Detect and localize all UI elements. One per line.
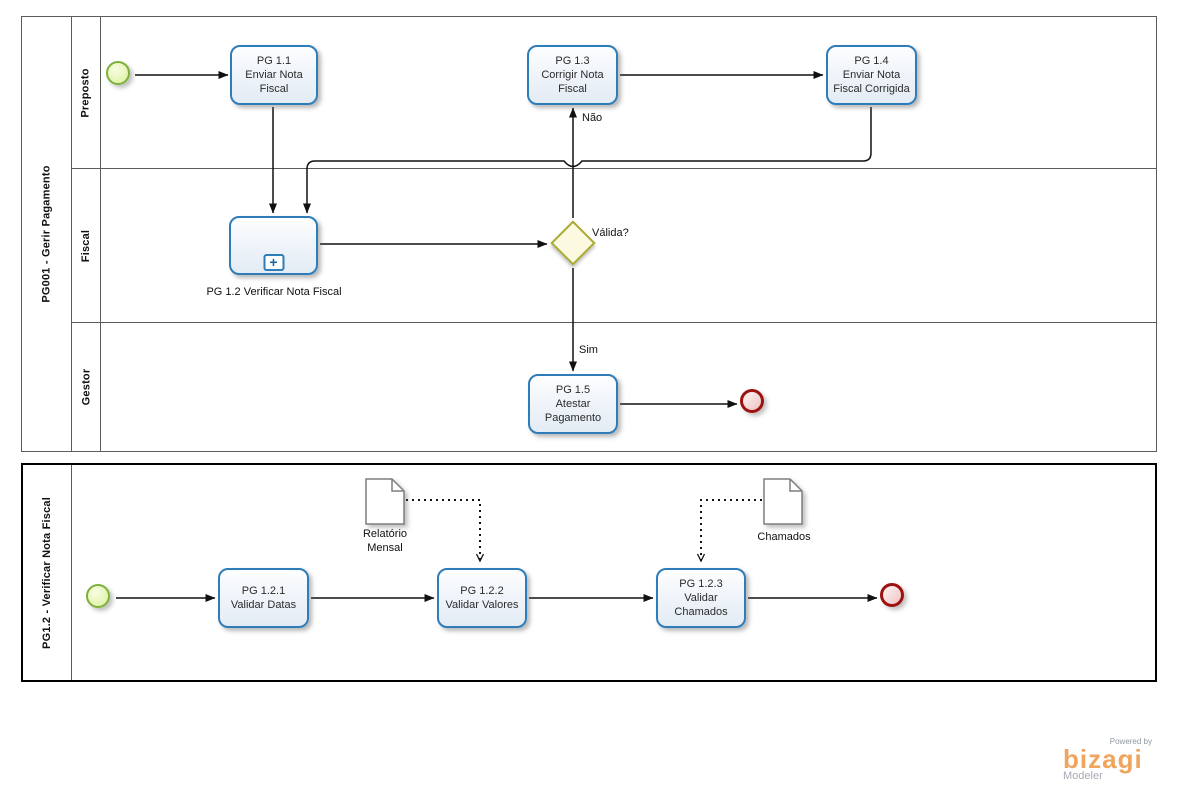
pool2-label: PG1.2 - Verificar Nota Fiscal — [41, 496, 54, 649]
gateway-diamond — [550, 220, 596, 266]
association-doc2-to-pg123[interactable] — [696, 499, 762, 563]
association-doc1-to-pg122[interactable] — [406, 499, 485, 563]
document-icon — [365, 478, 405, 525]
gateway-valida-label: Válida? — [592, 227, 629, 239]
end-event-pool1[interactable] — [740, 389, 764, 413]
task-pg-1-4-label: PG 1.4 Enviar Nota Fiscal Corrigida — [833, 55, 910, 95]
document-relatorio-mensal-label: Relatório Mensal — [362, 528, 408, 554]
task-pg-1-2-1-label: PG 1.2.1 Validar Datas — [230, 585, 297, 611]
lane-gestor[interactable]: Gestor — [72, 323, 100, 451]
pool1-lane-divider — [100, 16, 101, 451]
lane-fiscal-label: Fiscal — [80, 229, 93, 262]
plus-glyph: + — [269, 254, 278, 270]
lane-preposto[interactable]: Preposto — [72, 17, 100, 168]
document-relatorio-mensal[interactable] — [365, 478, 405, 530]
task-pg-1-3[interactable]: PG 1.3 Corrigir Nota Fiscal — [527, 45, 618, 105]
edge-label-nao: Não — [582, 112, 603, 124]
start-event-pool1[interactable] — [106, 61, 130, 85]
task-pg-1-3-label: PG 1.3 Corrigir Nota Fiscal — [541, 55, 604, 95]
lane-preposto-label: Preposto — [80, 67, 92, 118]
end-event-pool2[interactable] — [880, 583, 904, 607]
pool1-header[interactable]: PG001 - Gerir Pagamento — [22, 17, 71, 451]
bizagi-logo: Powered by bizagi Modeler — [1063, 737, 1155, 782]
task-pg-1-2-3-label: PG 1.2.3 Validar Chamados — [674, 578, 728, 618]
flow-pg14-to-subprocess[interactable] — [303, 107, 872, 214]
edge-label-sim: Sim — [579, 344, 598, 356]
task-pg-1-4[interactable]: PG 1.4 Enviar Nota Fiscal Corrigida — [826, 45, 917, 105]
subprocess-plus-icon[interactable]: + — [263, 254, 284, 271]
lane-fiscal[interactable]: Fiscal — [72, 169, 100, 322]
powered-by-text: Powered by — [1109, 737, 1152, 746]
task-pg-1-2-3[interactable]: PG 1.2.3 Validar Chamados — [656, 568, 746, 628]
task-pg-1-2-2[interactable]: PG 1.2.2 Validar Valores — [437, 568, 527, 628]
subprocess-pg-1-2[interactable]: + — [229, 216, 318, 275]
lane-boundary-preposto-fiscal — [71, 168, 1156, 169]
document-icon — [763, 478, 803, 525]
pool-verificar-nota-fiscal[interactable] — [21, 463, 1157, 682]
gateway-valida[interactable] — [550, 220, 596, 266]
lane-boundary-fiscal-gestor — [71, 322, 1156, 323]
pool1-label: PG001 - Gerir Pagamento — [40, 165, 53, 303]
task-pg-1-5-label: PG 1.5 Atestar Pagamento — [544, 384, 602, 424]
pool1-label-divider — [71, 16, 72, 451]
start-event-pool2[interactable] — [86, 584, 110, 608]
document-chamados-label: Chamados — [757, 531, 811, 543]
lane-gestor-label: Gestor — [80, 368, 92, 406]
subprocess-pg-1-2-label: PG 1.2 Verificar Nota Fiscal — [206, 286, 342, 298]
pool2-label-divider — [71, 465, 72, 680]
bizagi-wordmark: bizagi — [1063, 744, 1143, 774]
pool2-header[interactable]: PG1.2 - Verificar Nota Fiscal — [23, 465, 71, 680]
modeler-text: Modeler — [1063, 770, 1103, 782]
pool-gerir-pagamento[interactable] — [21, 16, 1157, 452]
task-pg-1-5[interactable]: PG 1.5 Atestar Pagamento — [528, 374, 618, 434]
document-chamados[interactable] — [763, 478, 803, 530]
task-pg-1-2-1[interactable]: PG 1.2.1 Validar Datas — [218, 568, 309, 628]
task-pg-1-1-label: PG 1.1 Enviar Nota Fiscal — [245, 55, 303, 95]
task-pg-1-1[interactable]: PG 1.1 Enviar Nota Fiscal — [230, 45, 318, 105]
task-pg-1-2-2-label: PG 1.2.2 Validar Valores — [445, 585, 519, 611]
